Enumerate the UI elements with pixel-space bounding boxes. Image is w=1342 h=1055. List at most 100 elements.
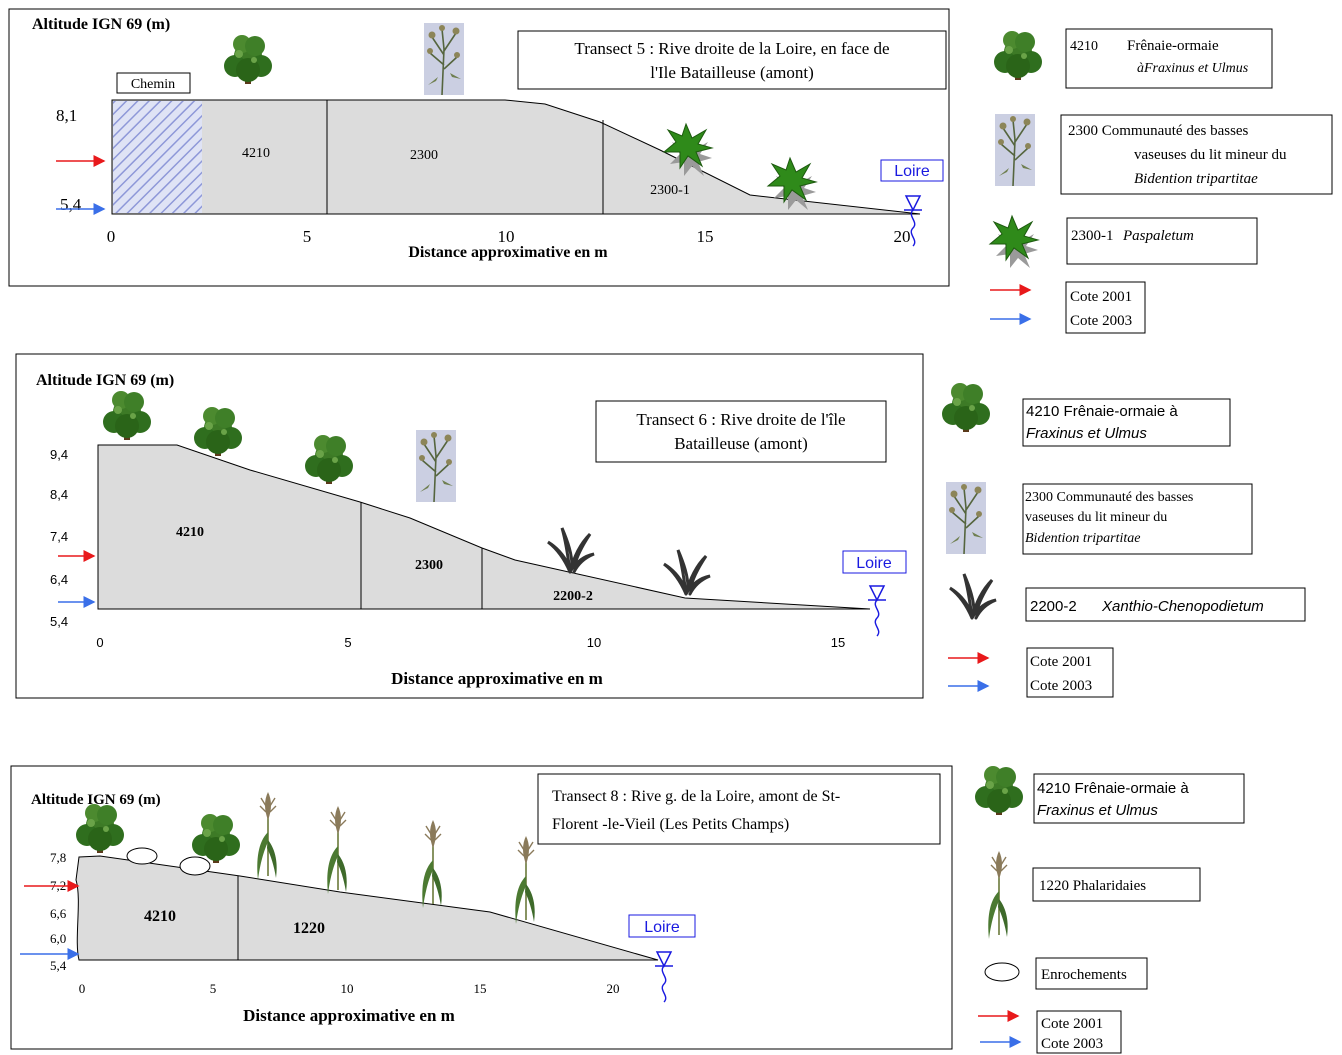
x-axis-label: Distance approximative en m xyxy=(408,244,608,261)
paspalum-icon xyxy=(989,215,1039,269)
legend-text: vaseuses du lit mineur du xyxy=(1025,510,1167,525)
legend-code: 2200-2 xyxy=(1030,598,1077,615)
x-tick: 20 xyxy=(607,981,620,996)
y-tick: 6,0 xyxy=(50,931,66,946)
y-axis-label: Altitude IGN 69 (m) xyxy=(32,16,170,33)
legend-box-cote xyxy=(1036,1010,1122,1054)
tree-icon xyxy=(975,766,1023,815)
zone-label: 1220 xyxy=(293,920,325,937)
title-box xyxy=(517,30,947,90)
enrochement-icon xyxy=(126,847,158,865)
x-tick: 0 xyxy=(107,227,116,246)
y-axis-label: Altitude IGN 69 (m) xyxy=(31,792,161,808)
legend-text: 2300 Communauté des basses xyxy=(1025,490,1193,505)
y-tick: 6,4 xyxy=(50,572,68,587)
legend-box-2300-1 xyxy=(1066,217,1258,265)
legend-text: Fraxinus et Ulmus xyxy=(1026,425,1147,442)
title-line-2: Batailleuse (amont) xyxy=(674,434,808,453)
x-tick: 10 xyxy=(341,981,354,996)
loire-label-box xyxy=(842,550,907,574)
title-box xyxy=(537,773,941,845)
x-tick: 15 xyxy=(474,981,487,996)
zone-label: 4210 xyxy=(242,146,270,161)
y-tick: 6,6 xyxy=(50,906,67,921)
legend-box-2300 xyxy=(1022,483,1253,555)
title-line-2: Florent -le-Vieil (Les Petits Champs) xyxy=(552,816,789,833)
x-tick: 15 xyxy=(697,227,714,246)
ground-profile xyxy=(111,99,921,215)
legend-cote-2003: Cote 2003 xyxy=(1041,1036,1103,1052)
legend-box-4210 xyxy=(1065,28,1273,89)
legend-cote-2003: Cote 2003 xyxy=(1030,678,1092,694)
legend-box-4210 xyxy=(1022,398,1231,447)
tree-icon xyxy=(942,383,990,432)
transect-6-legend: 4210 Frênaie-ormaie à Fraxinus et Ulmus … xyxy=(942,383,1306,698)
legend-box-cote xyxy=(1065,281,1146,334)
enrochement-icon xyxy=(179,856,211,876)
legend-box-4210 xyxy=(1033,773,1245,824)
legend-cote-2003: Cote 2003 xyxy=(1070,313,1132,329)
y-tick: 5,4 xyxy=(50,958,67,973)
transect-8-legend: 4210 Frênaie-ormaie à Fraxinus et Ulmus … xyxy=(975,766,1245,1054)
transect-5-legend: 4210 Frênaie-ormaie àFraxinus et Ulmus 2… xyxy=(989,28,1333,334)
x-axis-label: Distance approximative en m xyxy=(391,669,603,688)
zone-label: 2300-1 xyxy=(650,183,690,198)
chemin-area xyxy=(113,101,202,213)
legend-box-2200-2 xyxy=(1025,587,1306,622)
y-tick: 8,4 xyxy=(50,487,68,502)
legend-name: àFraxinus et Ulmus xyxy=(1137,61,1249,76)
bidens-icon xyxy=(945,481,987,555)
legend-box-cote xyxy=(1026,647,1114,698)
legend-text: 2300 Communauté des basses xyxy=(1068,123,1249,139)
loire-label-box xyxy=(628,914,696,938)
y-tick: 8,1 xyxy=(56,106,77,125)
legend-cote-2001: Cote 2001 xyxy=(1041,1016,1103,1032)
loire-label-box xyxy=(880,159,944,182)
title-line-1: Transect 5 : Rive droite de la Loire, en… xyxy=(574,39,889,58)
x-tick: 20 xyxy=(894,227,911,246)
legend-text: vaseuses du lit mineur du xyxy=(1134,147,1287,163)
bidens-icon xyxy=(423,22,465,96)
x-tick: 5 xyxy=(344,635,351,650)
title-box xyxy=(595,400,887,463)
y-tick: 5,4 xyxy=(50,614,68,629)
legend-text: 4210 Frênaie-ormaie à xyxy=(1026,403,1178,420)
zone-label: 2200-2 xyxy=(553,589,593,604)
legend-box-enrochements xyxy=(1035,957,1148,990)
legend-text: 4210 Frênaie-ormaie à xyxy=(1037,780,1189,797)
legend-name: Paspaletum xyxy=(1122,228,1194,244)
legend-text: Bidention tripartitae xyxy=(1134,171,1258,187)
y-tick: 9,4 xyxy=(50,447,68,462)
x-tick: 10 xyxy=(498,227,515,246)
loire-label: Loire xyxy=(894,163,930,180)
x-tick: 0 xyxy=(79,981,86,996)
loire-label: Loire xyxy=(856,555,892,572)
legend-text: Fraxinus et Ulmus xyxy=(1037,802,1158,819)
transect-8: Altitude IGN 69 (m) Transect 8 : Rive g.… xyxy=(10,765,953,1050)
loire-label: Loire xyxy=(644,919,680,936)
title-line-1: Transect 6 : Rive droite de l'île xyxy=(636,410,845,429)
x-axis-label: Distance approximative en m xyxy=(243,1006,455,1025)
legend-name: Frênaie-ormaie xyxy=(1127,38,1219,54)
enrochement-icon xyxy=(984,962,1020,982)
title-line-1: Transect 8 : Rive g. de la Loire, amont … xyxy=(552,788,840,805)
chemin-label-box xyxy=(116,72,191,94)
x-tick: 10 xyxy=(587,635,601,650)
title-line-2: l'Ile Batailleuse (amont) xyxy=(650,63,814,82)
x-tick: 0 xyxy=(96,635,103,650)
xanthium-icon xyxy=(948,572,998,620)
y-axis-label: Altitude IGN 69 (m) xyxy=(36,372,174,389)
phalaris-icon xyxy=(987,850,1009,940)
bidens-icon xyxy=(994,113,1036,187)
chemin-label: Chemin xyxy=(131,77,175,92)
legend-text: 1220 Phalaridaies xyxy=(1039,878,1146,894)
zone-label: 4210 xyxy=(144,908,176,925)
legend-text: Enrochements xyxy=(1041,967,1127,983)
tree-icon xyxy=(994,31,1042,80)
transect-6: Altitude IGN 69 (m) Transect 6 : Rive dr… xyxy=(15,353,924,699)
zone-label: 4210 xyxy=(176,525,204,540)
legend-code: 2300-1 xyxy=(1071,228,1114,244)
legend-box-1220 xyxy=(1032,867,1201,902)
legend-cote-2001: Cote 2001 xyxy=(1030,654,1092,670)
zone-label: 2300 xyxy=(410,148,438,163)
